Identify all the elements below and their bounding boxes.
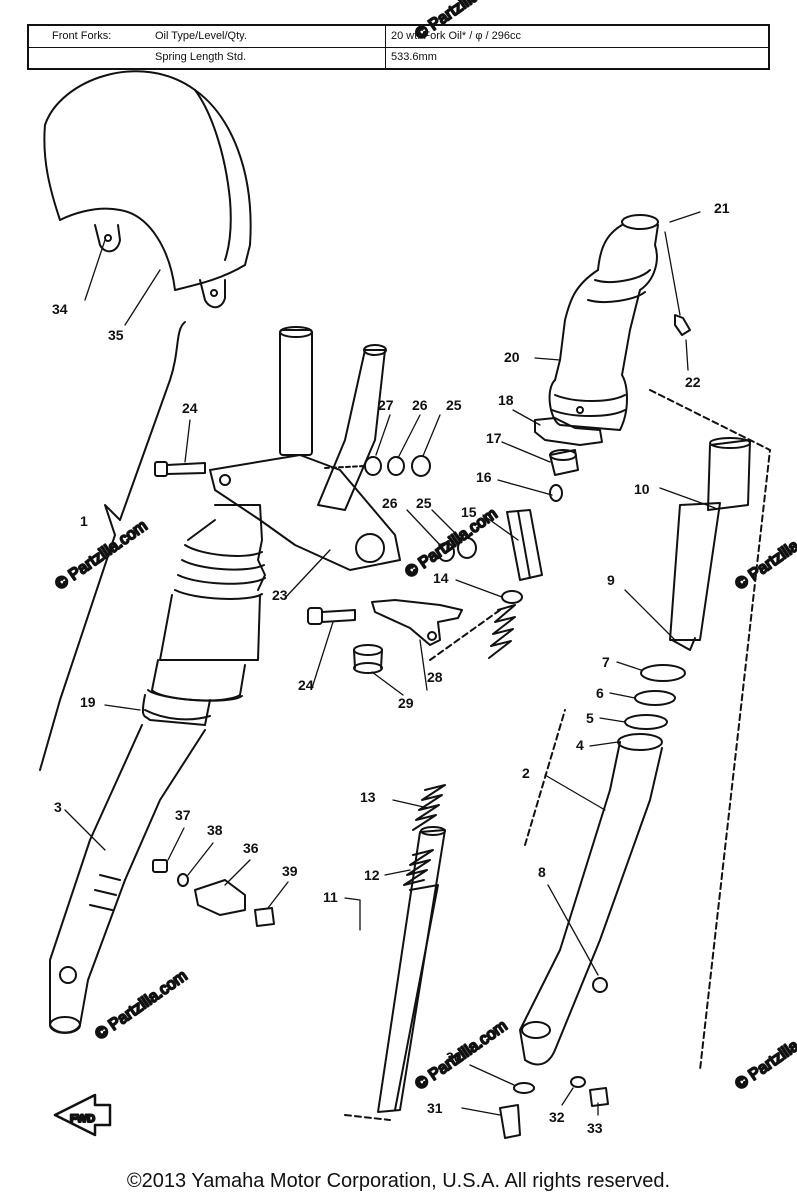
spec-row-spring: Spring Length Std. 533.6mm	[29, 47, 768, 68]
callout-19: 19	[80, 694, 96, 710]
callout-10: 10	[634, 481, 650, 497]
watermark-layer: © Partzilla.com © Partzilla.com © Partzi…	[52, 0, 797, 1094]
damper-spring-13	[412, 784, 446, 831]
rubber-grommet-29	[353, 644, 383, 674]
spec-row-oil: Front Forks: Oil Type/Level/Qty. 20 wt. …	[29, 26, 768, 48]
callout-14: 14	[433, 570, 449, 586]
nut-washer-set-upper	[324, 455, 431, 477]
callout-35: 35	[108, 327, 124, 343]
callout-20: 20	[504, 349, 520, 365]
seal-stack	[617, 664, 686, 751]
nut-39	[254, 907, 275, 927]
callout-31: 31	[427, 1100, 443, 1116]
callout-1: 1	[80, 513, 88, 529]
copyright-notice: ©2013 Yamaha Motor Corporation, U.S.A. A…	[126, 1170, 671, 1192]
bolt-24-upper	[154, 461, 206, 477]
washer-38	[177, 873, 189, 887]
callout-23: 23	[272, 587, 288, 603]
right-outer-tube	[519, 741, 663, 1066]
callout-12: 12	[364, 867, 380, 883]
bolt-22	[674, 314, 691, 336]
callout-26: 26	[412, 397, 428, 413]
watermark: © Partzilla.com	[53, 518, 151, 594]
seat-14	[501, 590, 523, 604]
rebound-spring-12	[403, 849, 434, 886]
callout-22: 22	[685, 374, 701, 390]
callout-2: 2	[522, 765, 530, 781]
front-fender	[43, 70, 252, 309]
callout-37: 37	[175, 807, 191, 823]
callout-8: 8	[538, 864, 546, 880]
callout-25: 25	[446, 397, 462, 413]
fork-spring	[488, 604, 516, 659]
callout-28: 28	[427, 669, 443, 685]
callout-4: 4	[576, 737, 584, 753]
callout-15: 15	[461, 504, 477, 520]
washer-32	[570, 1076, 586, 1088]
spacer-15	[506, 509, 543, 581]
callout-26: 26	[382, 495, 398, 511]
callout-33: 33	[587, 1120, 603, 1136]
callout-32: 32	[549, 1109, 565, 1125]
spec-value-spring: 533.6mm	[391, 51, 437, 63]
callout-17: 17	[486, 430, 502, 446]
spec-item-spring: Spring Length Std.	[155, 51, 247, 63]
fwd-label: FWD	[70, 1113, 95, 1125]
bolt-33	[589, 1087, 609, 1107]
spec-value-oil: 20 wt. Fork Oil* / φ / 296cc	[391, 30, 522, 42]
callout-3: 3	[54, 799, 62, 815]
callout-21: 21	[714, 200, 730, 216]
assembly-bracket-line	[39, 321, 186, 771]
callout-5: 5	[586, 710, 594, 726]
callout-24: 24	[298, 677, 314, 693]
callout-29: 29	[398, 695, 414, 711]
spec-group-label: Front Forks:	[52, 30, 112, 42]
callout-16: 16	[476, 469, 492, 485]
watermark: © Partzilla.com	[413, 0, 511, 43]
gasket-30	[513, 1082, 535, 1094]
callout-38: 38	[207, 822, 223, 838]
callout-18: 18	[498, 392, 514, 408]
watermark: © Partzilla.com	[733, 518, 797, 594]
watermark: © Partzilla.com	[93, 968, 191, 1044]
callout-24: 24	[182, 400, 198, 416]
callout-11: 11	[323, 889, 338, 905]
bolt-24-lower	[307, 607, 356, 625]
right-fork-boot	[548, 214, 659, 431]
clamp-36	[194, 879, 246, 916]
callout-39: 39	[282, 863, 298, 879]
callout-25: 25	[416, 495, 432, 511]
inner-tube-11	[377, 826, 446, 1113]
callout-27: 27	[378, 397, 394, 413]
bolt-37	[152, 859, 168, 873]
clamp-18	[534, 417, 603, 446]
inner-rod-9	[669, 502, 721, 651]
guide-10	[707, 437, 751, 511]
assembly-lines	[344, 389, 771, 1121]
callout-6: 6	[596, 685, 604, 701]
fwd-arrow: FWD	[53, 1093, 112, 1137]
steering-stem	[317, 344, 387, 511]
drain-bolt-31	[499, 1104, 521, 1139]
callout-30: 30	[446, 1049, 462, 1065]
exploded-parts-diagram: © Partzilla.com © Partzilla.com © Partzi…	[39, 0, 797, 1139]
callout-13: 13	[360, 789, 376, 805]
callout-7: 7	[602, 654, 610, 670]
callout-9: 9	[607, 572, 615, 588]
nut-washer-set-lower	[437, 537, 477, 562]
leader-lines	[64, 211, 716, 1116]
headlight-bracket-28	[371, 599, 463, 646]
spec-item-oil: Oil Type/Level/Qty.	[155, 30, 247, 42]
callout-34: 34	[52, 301, 68, 317]
cap-bolt-17	[549, 449, 579, 476]
callout-labels: 34 35 24 27 26 25 26 25 1 23 24 28 29 19…	[52, 200, 730, 1136]
o-ring-16	[549, 484, 563, 502]
spec-table: Front Forks: Oil Type/Level/Qty. 20 wt. …	[27, 24, 770, 70]
watermark: © Partzilla.com	[733, 1018, 797, 1094]
left-fork-assembly	[49, 326, 401, 1034]
callout-36: 36	[243, 840, 259, 856]
